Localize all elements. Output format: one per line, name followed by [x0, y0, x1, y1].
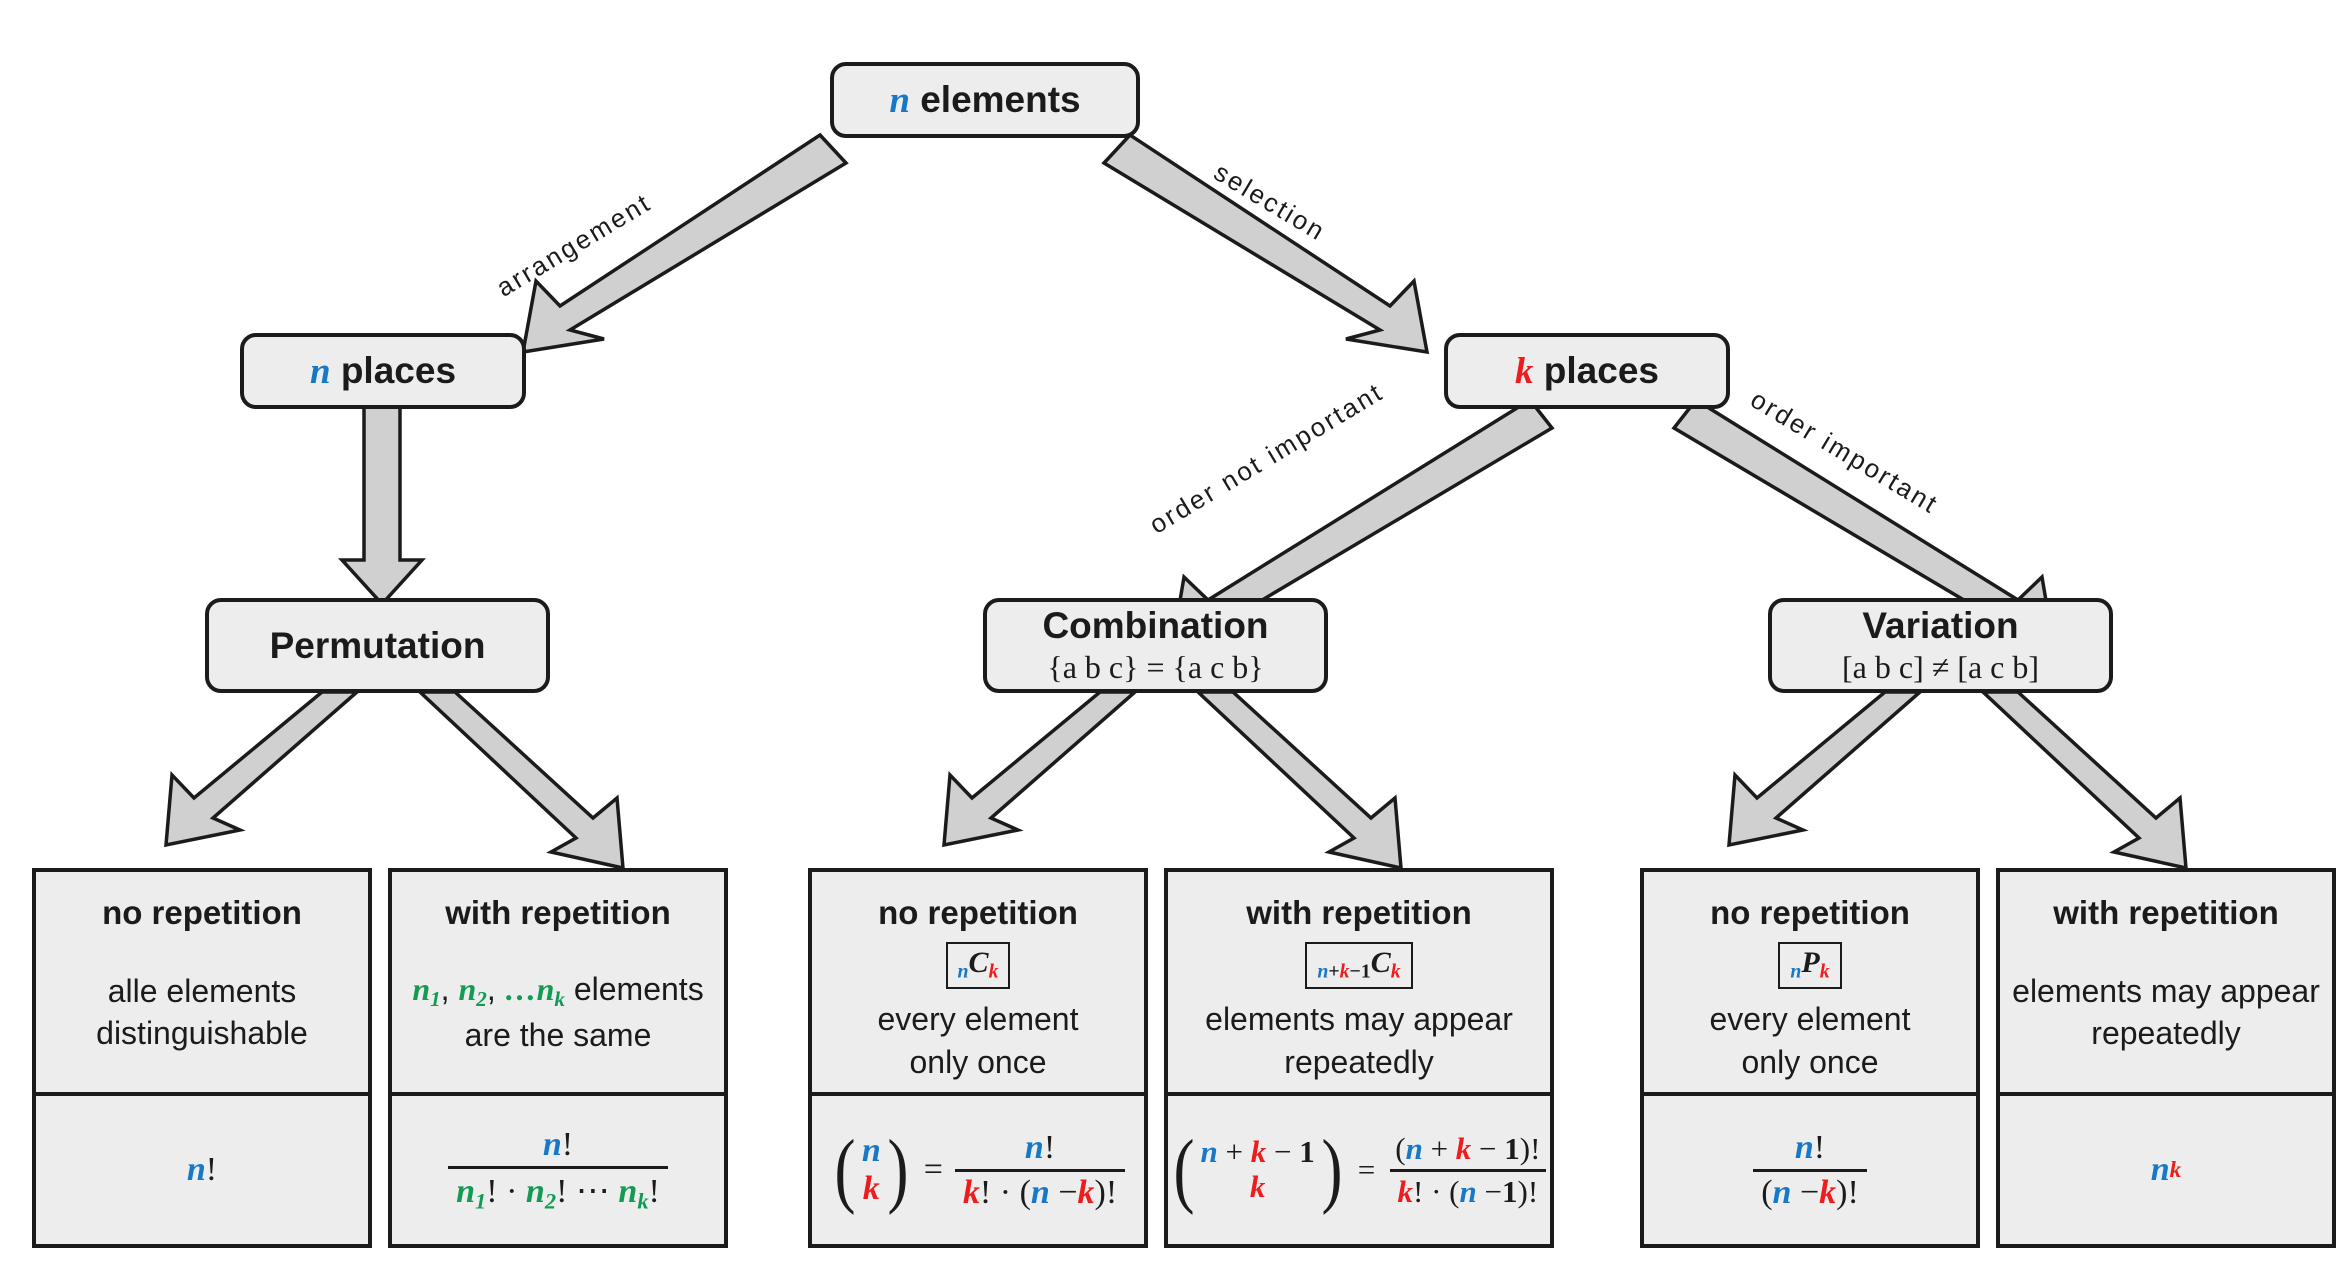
arrow-permutation-right — [415, 690, 625, 871]
variable-k: k — [2169, 1156, 2182, 1183]
notation-badge-nPk: nPk — [1778, 941, 1842, 990]
card-header: with repetition — [2053, 894, 2279, 931]
node-n-places-title: n places — [310, 350, 456, 392]
arrow-variation-left — [1727, 690, 1925, 848]
node-variation[interactable]: Variation [a b c] ≠ [a c b] — [1768, 598, 2113, 693]
combination-symbol: C — [1370, 945, 1391, 979]
arrow-selection — [1101, 132, 1430, 355]
card-header: no repetition — [102, 894, 302, 931]
card-header: with repetition — [1246, 894, 1472, 931]
notation-badge-nCk: nCk — [945, 941, 1011, 990]
desc-line-1: every element — [877, 1001, 1079, 1038]
card-header: no repetition — [878, 894, 1078, 931]
desc-line-1: every element — [1709, 1001, 1911, 1038]
desc-line-2: repeatedly — [2091, 1014, 2241, 1051]
permutation-symbol: P — [1801, 945, 1820, 979]
arrow-combination-right — [1193, 690, 1403, 871]
card-header: with repetition — [445, 894, 671, 931]
node-k-places-label: places — [1543, 349, 1659, 391]
card-upper: no repetition nCk every element only onc… — [812, 872, 1144, 1092]
node-k-places-title: k places — [1515, 350, 1659, 392]
desc-line-2: repeatedly — [1284, 1043, 1434, 1080]
card-description: every element only once — [870, 989, 1087, 1092]
variable-n: n — [1790, 960, 1802, 983]
card-description: elements may appear repeatedly — [2004, 932, 2328, 1092]
card-permutation-no-repetition[interactable]: no repetition alle elements distinguisha… — [32, 868, 372, 1248]
card-upper: no repetition nPk every element only onc… — [1644, 872, 1976, 1092]
desc-line-1: elements may appear — [2012, 972, 2320, 1009]
variable-n: n — [309, 350, 331, 392]
card-formula: n! n1! · n2! ⋯ nk! — [392, 1092, 724, 1244]
notation-badge-npk1Ck: n+k−1Ck — [1305, 941, 1413, 990]
card-formula: n! — [36, 1092, 368, 1244]
card-formula: n! (n −k)! — [1644, 1092, 1976, 1244]
variable-n: n — [889, 79, 910, 121]
card-formula: ( n + k − 1 k ) = (n + k − 1)! k! — [1168, 1092, 1550, 1244]
factorial-sign: ! — [205, 1151, 218, 1188]
node-combination[interactable]: Combination {a b c} = {a c b} — [983, 598, 1328, 693]
desc-line-2: only once — [1741, 1043, 1879, 1080]
card-description: elements may appear repeatedly — [1197, 989, 1521, 1092]
arrow-n-places-to-permutation — [338, 395, 426, 607]
edge-label-arrangement: arrangement — [491, 186, 657, 303]
variable-n: n — [186, 1151, 206, 1188]
node-n-places[interactable]: n places — [240, 333, 526, 409]
variable-n: n — [957, 960, 969, 983]
node-k-places[interactable]: k places — [1444, 333, 1730, 409]
card-formula: ( n k ) = n! k! · (n −k)! — [812, 1092, 1144, 1244]
edge-label-selection: selection — [1208, 156, 1332, 247]
arrow-permutation-left — [164, 690, 362, 848]
desc-line-2: are the same — [464, 1016, 652, 1053]
variable-n: n — [2150, 1151, 2170, 1188]
card-combination-with-repetition[interactable]: with repetition n+k−1Ck elements may app… — [1164, 868, 1554, 1248]
card-permutation-with-repetition[interactable]: with repetition n1, n2, …nk elements are… — [388, 868, 728, 1248]
arrow-combination-left — [942, 690, 1140, 848]
desc-line-1: elements may appear — [1205, 1001, 1513, 1038]
node-variation-subtitle: [a b c] ≠ [a c b] — [1842, 649, 2039, 686]
edge-label-order-not-important: order not important — [1144, 376, 1389, 540]
elements-word: elements — [573, 970, 704, 1007]
node-variation-title: Variation — [1862, 604, 2019, 646]
variable-k: k — [1819, 960, 1830, 983]
desc-line-1: alle elements — [107, 972, 297, 1009]
card-description: n1, n2, …nk elements are the same — [404, 932, 711, 1092]
variable-k: k — [1515, 350, 1534, 392]
binomial-coefficient: ( n k ) — [834, 1123, 909, 1217]
card-upper: with repetition elements may appear repe… — [2000, 872, 2332, 1092]
node-combination-title: Combination — [1042, 604, 1269, 646]
card-description: alle elements distinguishable — [88, 932, 316, 1092]
node-combination-subtitle: {a b c} = {a c b} — [1047, 649, 1264, 686]
card-variation-with-repetition[interactable]: with repetition elements may appear repe… — [1996, 868, 2336, 1248]
combination-symbol: C — [968, 945, 989, 979]
desc-line-2: only once — [909, 1043, 1047, 1080]
arrow-variation-right — [1978, 690, 2188, 871]
node-n-elements-title: n elements — [889, 79, 1080, 121]
card-variation-no-repetition[interactable]: no repetition nPk every element only onc… — [1640, 868, 1980, 1248]
node-n-elements-label: elements — [920, 78, 1081, 120]
edge-label-order-important: order important — [1745, 383, 1945, 520]
card-combination-no-repetition[interactable]: no repetition nCk every element only onc… — [808, 868, 1148, 1248]
node-n-elements[interactable]: n elements — [830, 62, 1140, 138]
card-upper: with repetition n1, n2, …nk elements are… — [392, 872, 724, 1092]
binomial-coefficient: ( n + k − 1 k ) — [1173, 1123, 1343, 1217]
desc-line-1: n1, n2, …nk elements — [412, 970, 704, 1011]
node-permutation-title: Permutation — [269, 624, 486, 666]
desc-line-2: distinguishable — [96, 1014, 308, 1051]
card-description: every element only once — [1702, 989, 1919, 1092]
variable-k: k — [988, 960, 999, 983]
card-upper: with repetition n+k−1Ck elements may app… — [1168, 872, 1550, 1092]
node-n-places-label: places — [340, 349, 457, 391]
card-header: no repetition — [1710, 894, 1910, 931]
card-upper: no repetition alle elements distinguisha… — [36, 872, 368, 1092]
node-permutation[interactable]: Permutation — [205, 598, 550, 693]
